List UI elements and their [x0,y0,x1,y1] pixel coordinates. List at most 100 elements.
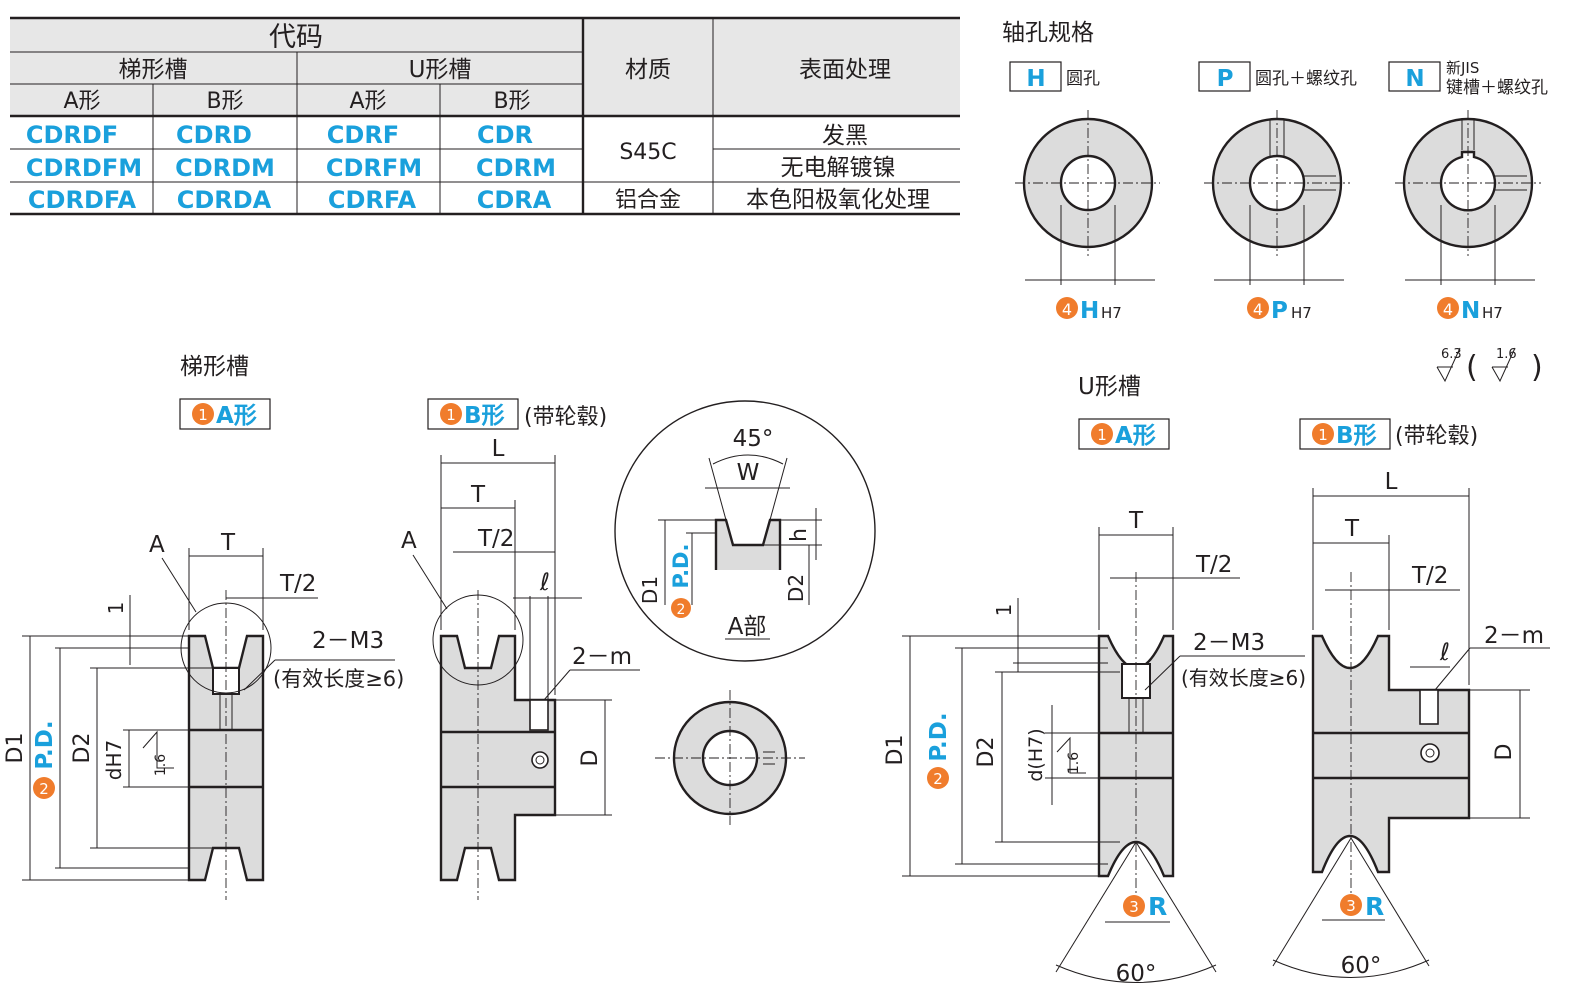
code-cell: CDRM [476,154,556,182]
code-cell: CDRDFM [26,154,142,182]
num1: 1 [1097,426,1107,444]
bore-num: 4 [1443,300,1453,319]
dim-m: 2－m [572,644,632,670]
code-cell: CDRFM [326,154,422,182]
dim-A: A [401,528,417,554]
surface-cell: 无电解镀镍 [781,155,896,181]
code-cell: CDR [477,121,533,149]
material-cell: 铝合金 [615,188,681,213]
paren-open: ( [1466,350,1478,385]
dim-T: T [470,482,486,508]
material-header: 材质 [625,57,671,83]
dim-m: 2－m [1484,623,1544,649]
trap-a-type: A形 [216,403,257,429]
roughness-value: 1.6 [1066,752,1082,774]
dim-PD: P.D. [32,720,58,769]
dim-m3: 2－M3 [1193,630,1265,656]
dim-1: 1 [104,602,128,615]
code-cell: CDRFA [328,186,417,214]
code-cell: CDRDM [175,154,275,182]
dim-T2: T/2 [477,526,514,552]
num1: 1 [198,406,208,424]
roughness-value: 1.6 [153,754,169,776]
detail-h: h [787,528,812,542]
bore-h7: H7 [1482,304,1503,322]
code-cell: CDRDFA [28,186,137,214]
u-a-type: A形 [1115,423,1156,449]
bore-h-letter-2: H [1080,298,1099,324]
dim-dH7: dH7 [102,740,126,780]
b-type-header-1: B形 [206,89,243,114]
a-type-header-2: A形 [349,89,386,114]
u-hub-note: (带轮毂) [1395,424,1478,449]
num3: 3 [1346,897,1356,915]
detail-PD: P.D. [669,544,693,589]
bore-title: 轴孔规格 [1002,20,1094,46]
bore-num: 4 [1062,300,1072,319]
bore-n-desc: 新JIS [1446,59,1479,77]
dim-A: A [149,532,165,558]
dim-D1: D1 [883,735,908,766]
bore-h-letter: H [1026,66,1045,92]
trap-section-title: 梯形槽 [180,354,249,380]
num3: 3 [1129,898,1139,916]
dim-T: T [1344,516,1360,542]
bore-h7: H7 [1291,304,1312,322]
dim-T2: T/2 [279,571,316,597]
dim-T: T [220,530,236,556]
detail-D1: D1 [638,576,662,604]
dim-L: L [492,436,505,462]
dim-eff: (有效长度≥6) [1181,666,1306,690]
code-header: 代码 [269,22,323,53]
u-section-title: U形槽 [1078,374,1141,400]
dim-angle: 60° [1116,961,1157,987]
bore-p-desc: 圆孔＋螺纹孔 [1255,69,1357,89]
dim-m3: 2－M3 [312,628,384,654]
b-type-header-2: B形 [493,89,530,114]
code-cell: CDRD [176,121,252,149]
dim-ell: ℓ [1439,638,1450,666]
trap-section: 梯形槽 1 A形 1 B形 (带轮毂) T A T/2 1 [3,354,876,900]
num2: 2 [677,602,686,618]
dim-L: L [1385,469,1398,495]
detail-W: W [737,460,760,486]
detail-angle: 45° [733,426,774,452]
bore-p-letter-2: P [1271,298,1288,324]
u-section: U形槽 1 A形 1 B形 (带轮毂) T T/2 1 2－M3 (有效长度≥6… [883,374,1550,987]
roughness-value: 6.3 [1441,347,1462,362]
trap-groove-header: 梯形槽 [119,57,188,83]
a-type-header-1: A形 [63,89,100,114]
dim-ell: ℓ [539,568,550,596]
num1: 1 [446,406,456,424]
dim-D2: D2 [70,733,95,764]
bore-p-letter: P [1217,66,1234,92]
surface-header: 表面处理 [799,57,891,83]
num1: 1 [1318,426,1328,444]
code-cell: CDRF [327,121,399,149]
bore-spec: 轴孔规格 H 圆孔 P 圆孔＋螺纹孔 N 新JIS 键槽＋螺纹孔 [1002,20,1548,324]
dim-angle: 60° [1341,953,1382,979]
dim-D2: D2 [974,737,999,768]
dim-R: R [1148,892,1167,921]
bore-n-letter-2: N [1461,298,1480,324]
dim-PD: P.D. [926,712,952,761]
bore-n-desc: 键槽＋螺纹孔 [1446,78,1548,98]
surface-roughness-marks: 6.3 ( 1.6 ) [1436,347,1543,385]
dim-T2: T/2 [1195,552,1232,578]
dim-1: 1 [992,604,1016,617]
dim-T2: T/2 [1411,563,1448,589]
dim-D1: D1 [3,733,28,764]
roughness-value: 1.6 [1496,347,1517,362]
code-cell: CDRDF [26,121,118,149]
surface-cell: 发黑 [822,123,868,149]
detail-D2: D2 [784,574,808,602]
bore-n-letter: N [1405,66,1424,92]
dim-T: T [1128,508,1144,534]
dim-D: D [1492,744,1517,761]
material-cell: S45C [619,140,676,165]
trap-b-type: B形 [464,403,505,429]
u-b-type: B形 [1336,423,1377,449]
dim-D: D [578,750,603,767]
detail-label: A部 [728,614,767,640]
